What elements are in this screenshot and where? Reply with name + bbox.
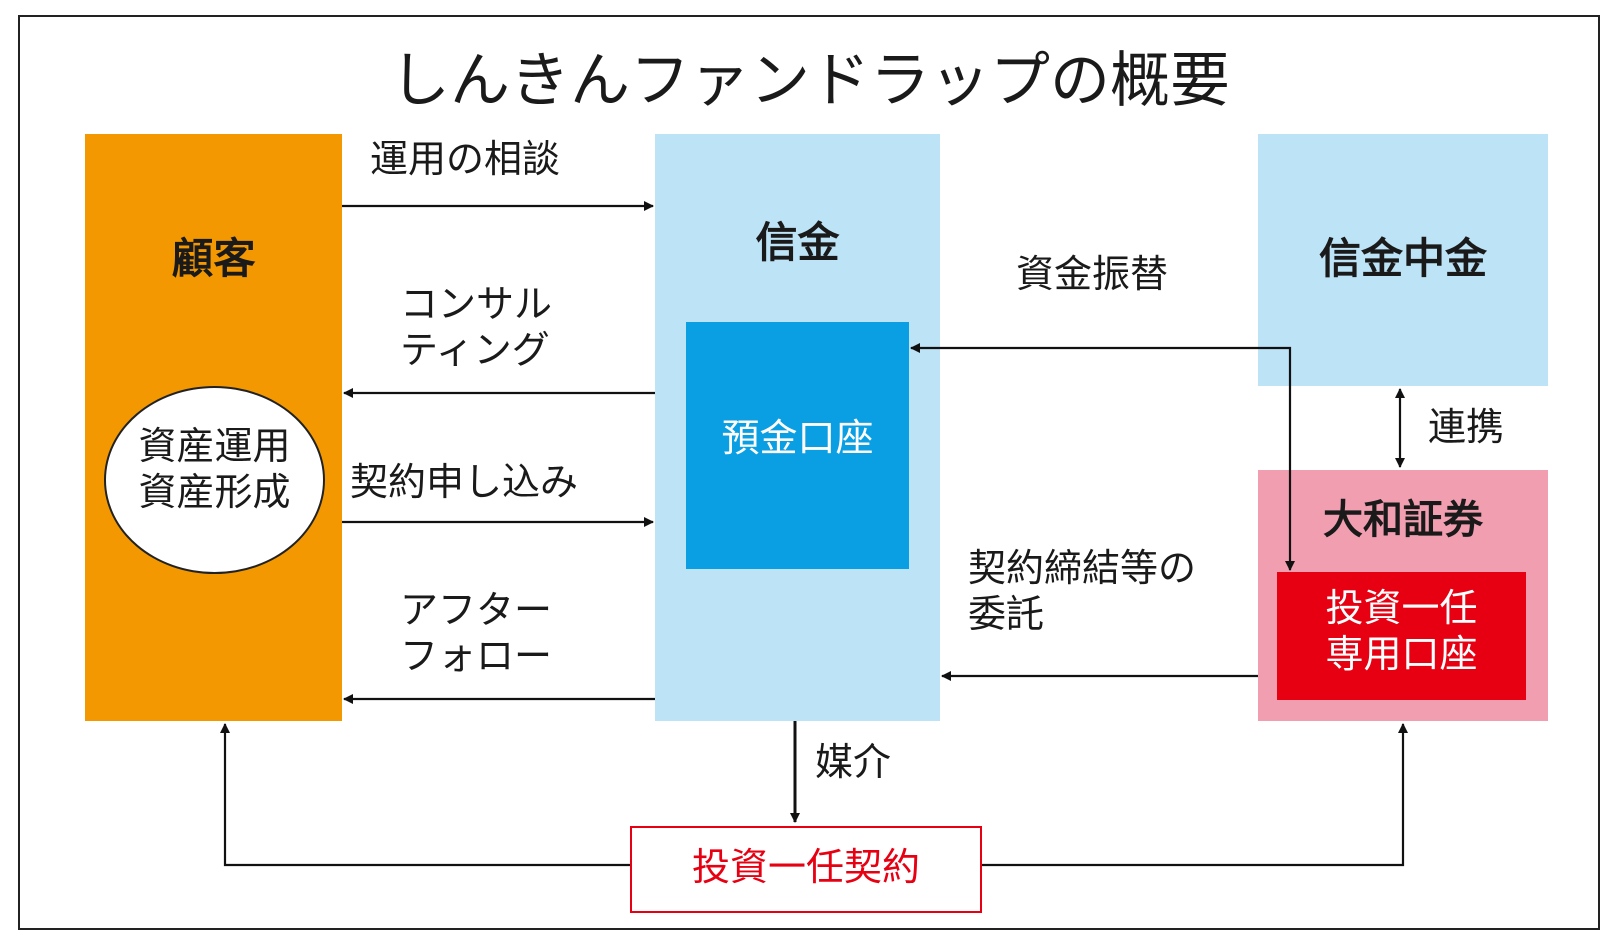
arrow-to-customer xyxy=(220,723,630,867)
cooperation-label: 連携 xyxy=(1428,405,1505,449)
dedicated-account-line2: 専用口座 xyxy=(1325,631,1478,676)
entrustment-label: 契約締結等の 委託 xyxy=(968,546,1196,637)
shinkin-chukin-label: 信金中金 xyxy=(1318,234,1487,283)
asset-management-line: 資産運用 xyxy=(138,424,291,468)
dedicated-account-label: 投資一任 専用口座 xyxy=(1277,586,1526,677)
discretionary-contract-label: 投資一任契約 xyxy=(691,845,920,889)
daiwa-label: 大和証券 xyxy=(1323,497,1483,543)
arrow-fund-transfer xyxy=(910,343,1295,571)
application-label: 契約申し込み xyxy=(350,460,579,504)
asset-management-label: 資産運用 資産形成 xyxy=(104,424,325,515)
deposit-account-box xyxy=(686,322,909,569)
asset-formation-line: 資産形成 xyxy=(138,469,291,514)
arrow-to-daiwa xyxy=(982,723,1408,867)
mediation-label: 媒介 xyxy=(815,740,892,784)
fund-transfer-label: 資金振替 xyxy=(1016,252,1169,296)
entrustment-line2: 委託 xyxy=(968,591,1045,636)
consulting-line2: ティング xyxy=(400,327,550,372)
consulting-line1: コンサル xyxy=(400,282,553,326)
asset-management-ellipse xyxy=(104,386,325,574)
dedicated-account-line1: 投資一任 xyxy=(1325,586,1478,630)
diagram-title: しんきんファンドラップの概要 xyxy=(390,46,1230,116)
entrustment-line1: 契約締結等の xyxy=(968,546,1197,590)
shinkin-chukin-box xyxy=(1258,134,1548,386)
discretionary-contract-box xyxy=(630,826,982,913)
customer-label: 顧客 xyxy=(171,234,256,283)
after-follow-line1: アフター xyxy=(400,588,553,632)
shinkin-label: 信金 xyxy=(755,218,840,267)
diagram-frame xyxy=(18,15,1600,930)
dedicated-account-box xyxy=(1277,572,1526,700)
consulting-label: コンサル ティング xyxy=(400,282,552,373)
consultation-label: 運用の相談 xyxy=(370,137,561,181)
deposit-account-label: 預金口座 xyxy=(721,416,874,460)
after-follow-label: アフター フォロー xyxy=(400,588,552,679)
after-follow-line2: フォロー xyxy=(400,633,553,678)
